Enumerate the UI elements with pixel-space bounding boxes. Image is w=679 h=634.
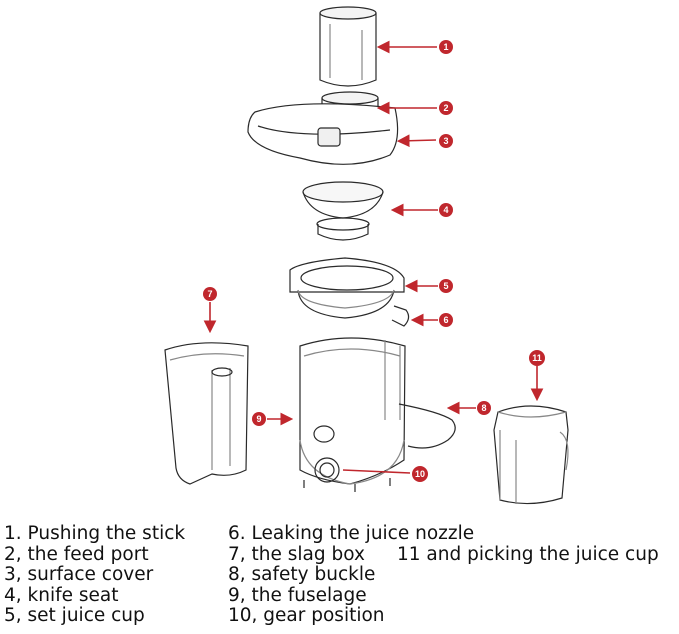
svg-text:5: 5	[443, 281, 448, 291]
svg-text:3: 3	[443, 136, 448, 146]
legend-item: 10, gear position	[228, 605, 385, 626]
svg-text:2: 2	[443, 103, 448, 113]
legend-item: 3, surface cover	[4, 564, 154, 585]
pushing-stick-part	[319, 6, 377, 87]
legend-item: 8, safety buckle	[228, 564, 376, 585]
safety-buckle-wire	[398, 403, 456, 449]
callout-lines	[203, 40, 544, 474]
svg-text:4: 4	[443, 205, 448, 215]
callout-10: 10	[412, 466, 428, 482]
callout-5: 5	[439, 279, 453, 293]
legend-column-left: 1. Pushing the stick 2, the feed port 3,…	[4, 523, 186, 627]
fuselage-part	[299, 337, 406, 492]
callout-7: 7	[203, 287, 217, 301]
svg-text:9: 9	[256, 414, 261, 424]
callout-8: 8	[477, 401, 491, 415]
callout-1: 1	[439, 40, 453, 54]
callout-11: 11	[529, 350, 545, 366]
callout-6: 6	[439, 313, 453, 327]
legend-item: 6. Leaking the juice nozzle	[228, 523, 475, 544]
legend-column-middle: 6. Leaking the juice nozzle 7, the slag …	[228, 523, 475, 627]
legend-column-right: 11 and picking the juice cup	[397, 543, 659, 566]
callout-4: 4	[439, 203, 453, 217]
svg-text:6: 6	[443, 315, 448, 325]
legend-item: 9, the fuselage	[228, 584, 367, 606]
legend-item: 2, the feed port	[4, 543, 149, 565]
callout-2: 2	[439, 101, 453, 115]
legend-item: 5, set juice cup	[4, 605, 145, 626]
surface-cover-part	[247, 91, 399, 165]
callout-9: 9	[252, 412, 266, 426]
slag-box-part	[164, 342, 249, 485]
legend-item: 1. Pushing the stick	[4, 523, 186, 544]
legend-item: 4, knife seat	[4, 584, 119, 606]
svg-text:7: 7	[207, 289, 212, 299]
svg-text:1: 1	[443, 42, 448, 52]
knife-seat-part	[302, 181, 384, 241]
juice-cup-part	[289, 257, 410, 327]
callout-3: 3	[439, 134, 453, 148]
legend-item: 11 and picking the juice cup	[397, 543, 659, 565]
callout-badges: 1 2 3 4 5 6 7 8 9 10 11	[203, 40, 545, 482]
juicer-exploded-diagram: 1 2 3 4 5 6 7 8 9 10 11	[164, 6, 569, 505]
juice-jug-part	[493, 405, 569, 505]
svg-text:8: 8	[481, 403, 486, 413]
legend-item: 7, the slag box	[228, 543, 365, 565]
svg-text:10: 10	[415, 469, 425, 479]
svg-text:11: 11	[532, 353, 542, 363]
